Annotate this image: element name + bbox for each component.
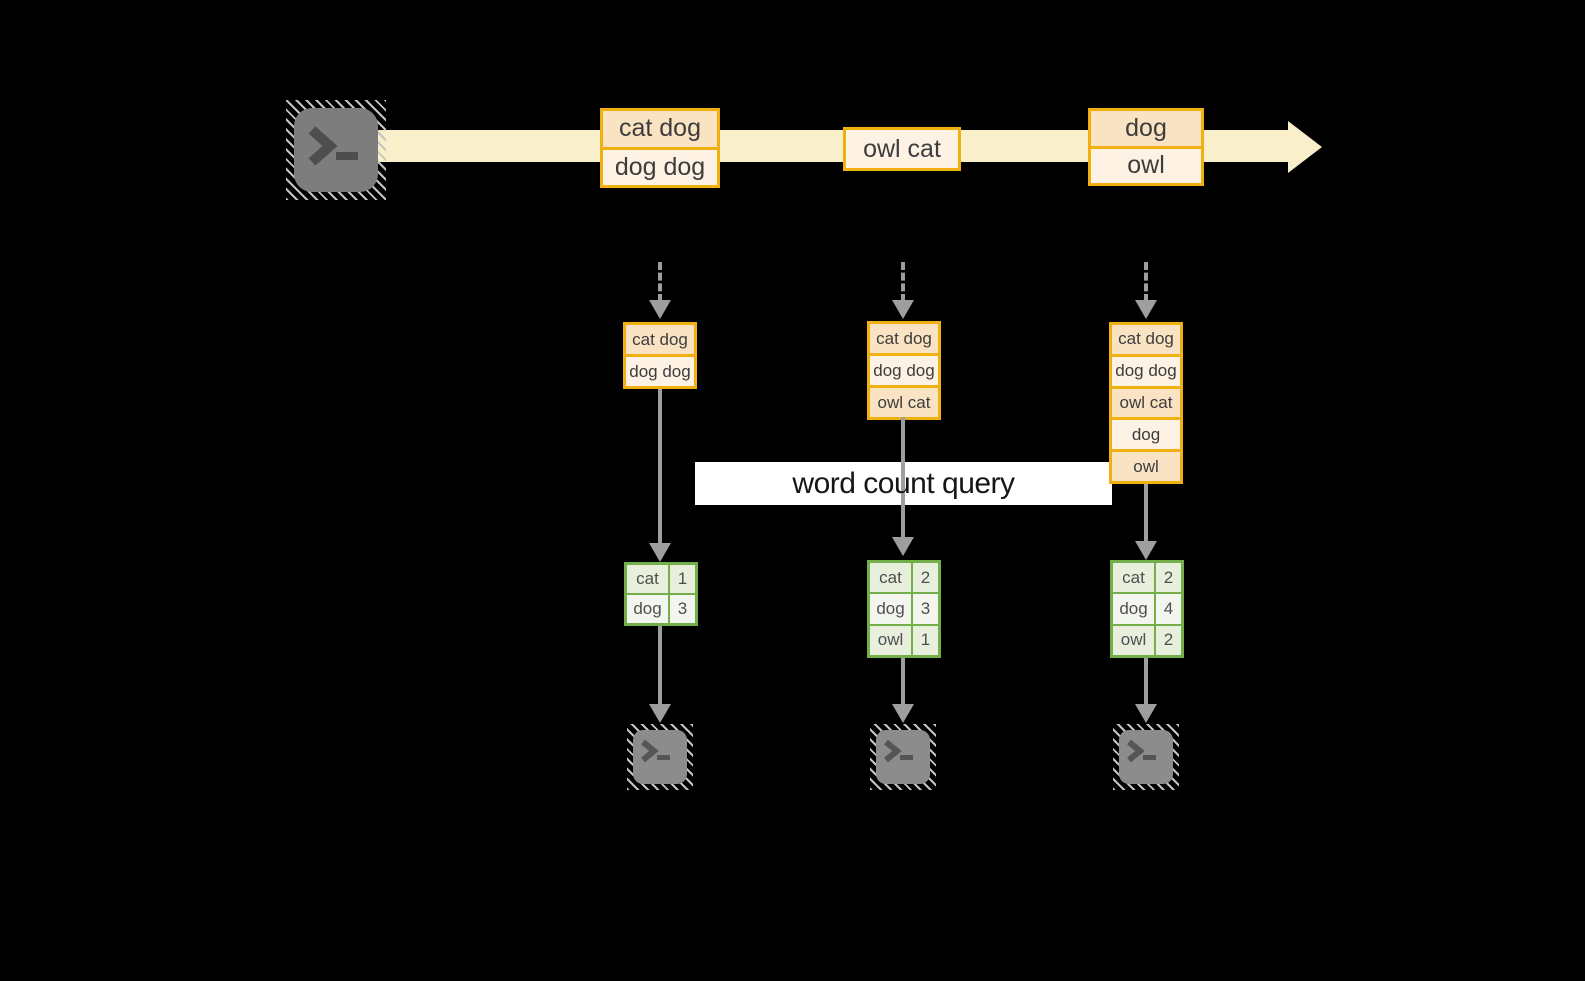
stream-arrowhead-icon bbox=[1288, 121, 1322, 173]
batch-line: dog dog bbox=[626, 357, 694, 386]
sink-terminal-icon bbox=[870, 724, 936, 790]
flow-arrow bbox=[901, 658, 905, 706]
terminal-body bbox=[294, 108, 378, 192]
terminal-prompt-icon bbox=[641, 739, 670, 763]
word-cell: cat bbox=[627, 565, 668, 593]
batch-line: cat dog bbox=[870, 324, 938, 353]
terminal-body bbox=[876, 730, 930, 784]
micro-batch-3: cat dog dog dog owl cat dog owl bbox=[1109, 322, 1183, 484]
source-terminal-icon bbox=[286, 100, 386, 200]
dashed-arrow bbox=[1144, 262, 1148, 302]
count-cell: 3 bbox=[670, 595, 695, 623]
flow-arrow bbox=[1144, 483, 1148, 542]
batch-line: owl bbox=[1112, 452, 1180, 481]
dashed-arrow bbox=[658, 262, 662, 302]
flow-arrow bbox=[1144, 658, 1148, 706]
word-count-table-3: cat 2 dog 4 owl 2 bbox=[1110, 560, 1184, 658]
word-cell: cat bbox=[870, 563, 911, 593]
event-line: dog bbox=[1091, 111, 1201, 146]
event-line: dog dog bbox=[603, 149, 717, 185]
terminal-prompt-icon bbox=[884, 739, 913, 763]
word-cell: dog bbox=[870, 594, 911, 624]
batch-line: owl cat bbox=[1112, 388, 1180, 418]
word-count-table-1: cat 1 dog 3 bbox=[624, 562, 698, 626]
dashed-arrowhead-icon bbox=[1135, 300, 1157, 319]
flow-arrowhead-icon bbox=[892, 704, 914, 723]
count-cell: 1 bbox=[670, 565, 695, 593]
batch-line: dog bbox=[1112, 420, 1180, 450]
word-count-table-2: cat 2 dog 3 owl 1 bbox=[867, 560, 941, 658]
flow-arrowhead-icon bbox=[649, 543, 671, 562]
terminal-prompt-icon bbox=[308, 126, 358, 166]
flow-arrow bbox=[901, 417, 905, 538]
stream-event-box-2: owl cat bbox=[843, 127, 961, 171]
event-line: cat dog bbox=[603, 111, 717, 147]
flow-arrowhead-icon bbox=[892, 537, 914, 556]
terminal-body bbox=[1119, 730, 1173, 784]
dashed-arrowhead-icon bbox=[649, 300, 671, 319]
count-cell: 2 bbox=[1156, 625, 1181, 655]
sink-terminal-icon bbox=[1113, 724, 1179, 790]
word-count-query-label: word count query bbox=[792, 466, 1015, 500]
event-line: owl bbox=[1091, 148, 1201, 183]
micro-batch-1: cat dog dog dog bbox=[623, 322, 697, 389]
count-cell: 2 bbox=[1156, 563, 1181, 593]
flow-arrowhead-icon bbox=[1135, 704, 1157, 723]
word-cell: dog bbox=[627, 595, 668, 623]
event-line: owl cat bbox=[846, 130, 958, 168]
terminal-body bbox=[633, 730, 687, 784]
batch-line: cat dog bbox=[626, 325, 694, 354]
count-cell: 1 bbox=[913, 625, 938, 655]
count-cell: 4 bbox=[1156, 594, 1181, 624]
flow-arrowhead-icon bbox=[1135, 541, 1157, 560]
word-cell: cat bbox=[1113, 563, 1154, 593]
sink-terminal-icon bbox=[627, 724, 693, 790]
word-cell: dog bbox=[1113, 594, 1154, 624]
stream-event-box-1: cat dog dog dog bbox=[600, 108, 720, 188]
terminal-prompt-icon bbox=[1127, 739, 1156, 763]
word-cell: owl bbox=[870, 625, 911, 655]
stream-event-box-3: dog owl bbox=[1088, 108, 1204, 186]
batch-line: cat dog bbox=[1112, 325, 1180, 354]
flow-arrowhead-icon bbox=[649, 704, 671, 723]
batch-line: owl cat bbox=[870, 388, 938, 417]
word-cell: owl bbox=[1113, 625, 1154, 655]
batch-line: dog dog bbox=[1112, 356, 1180, 386]
count-cell: 2 bbox=[913, 563, 938, 593]
dashed-arrowhead-icon bbox=[892, 300, 914, 319]
flow-arrow bbox=[658, 389, 662, 544]
count-cell: 3 bbox=[913, 594, 938, 624]
flow-arrow bbox=[658, 626, 662, 706]
dashed-arrow bbox=[901, 262, 905, 302]
micro-batch-2: cat dog dog dog owl cat bbox=[867, 321, 941, 420]
batch-line: dog dog bbox=[870, 356, 938, 385]
